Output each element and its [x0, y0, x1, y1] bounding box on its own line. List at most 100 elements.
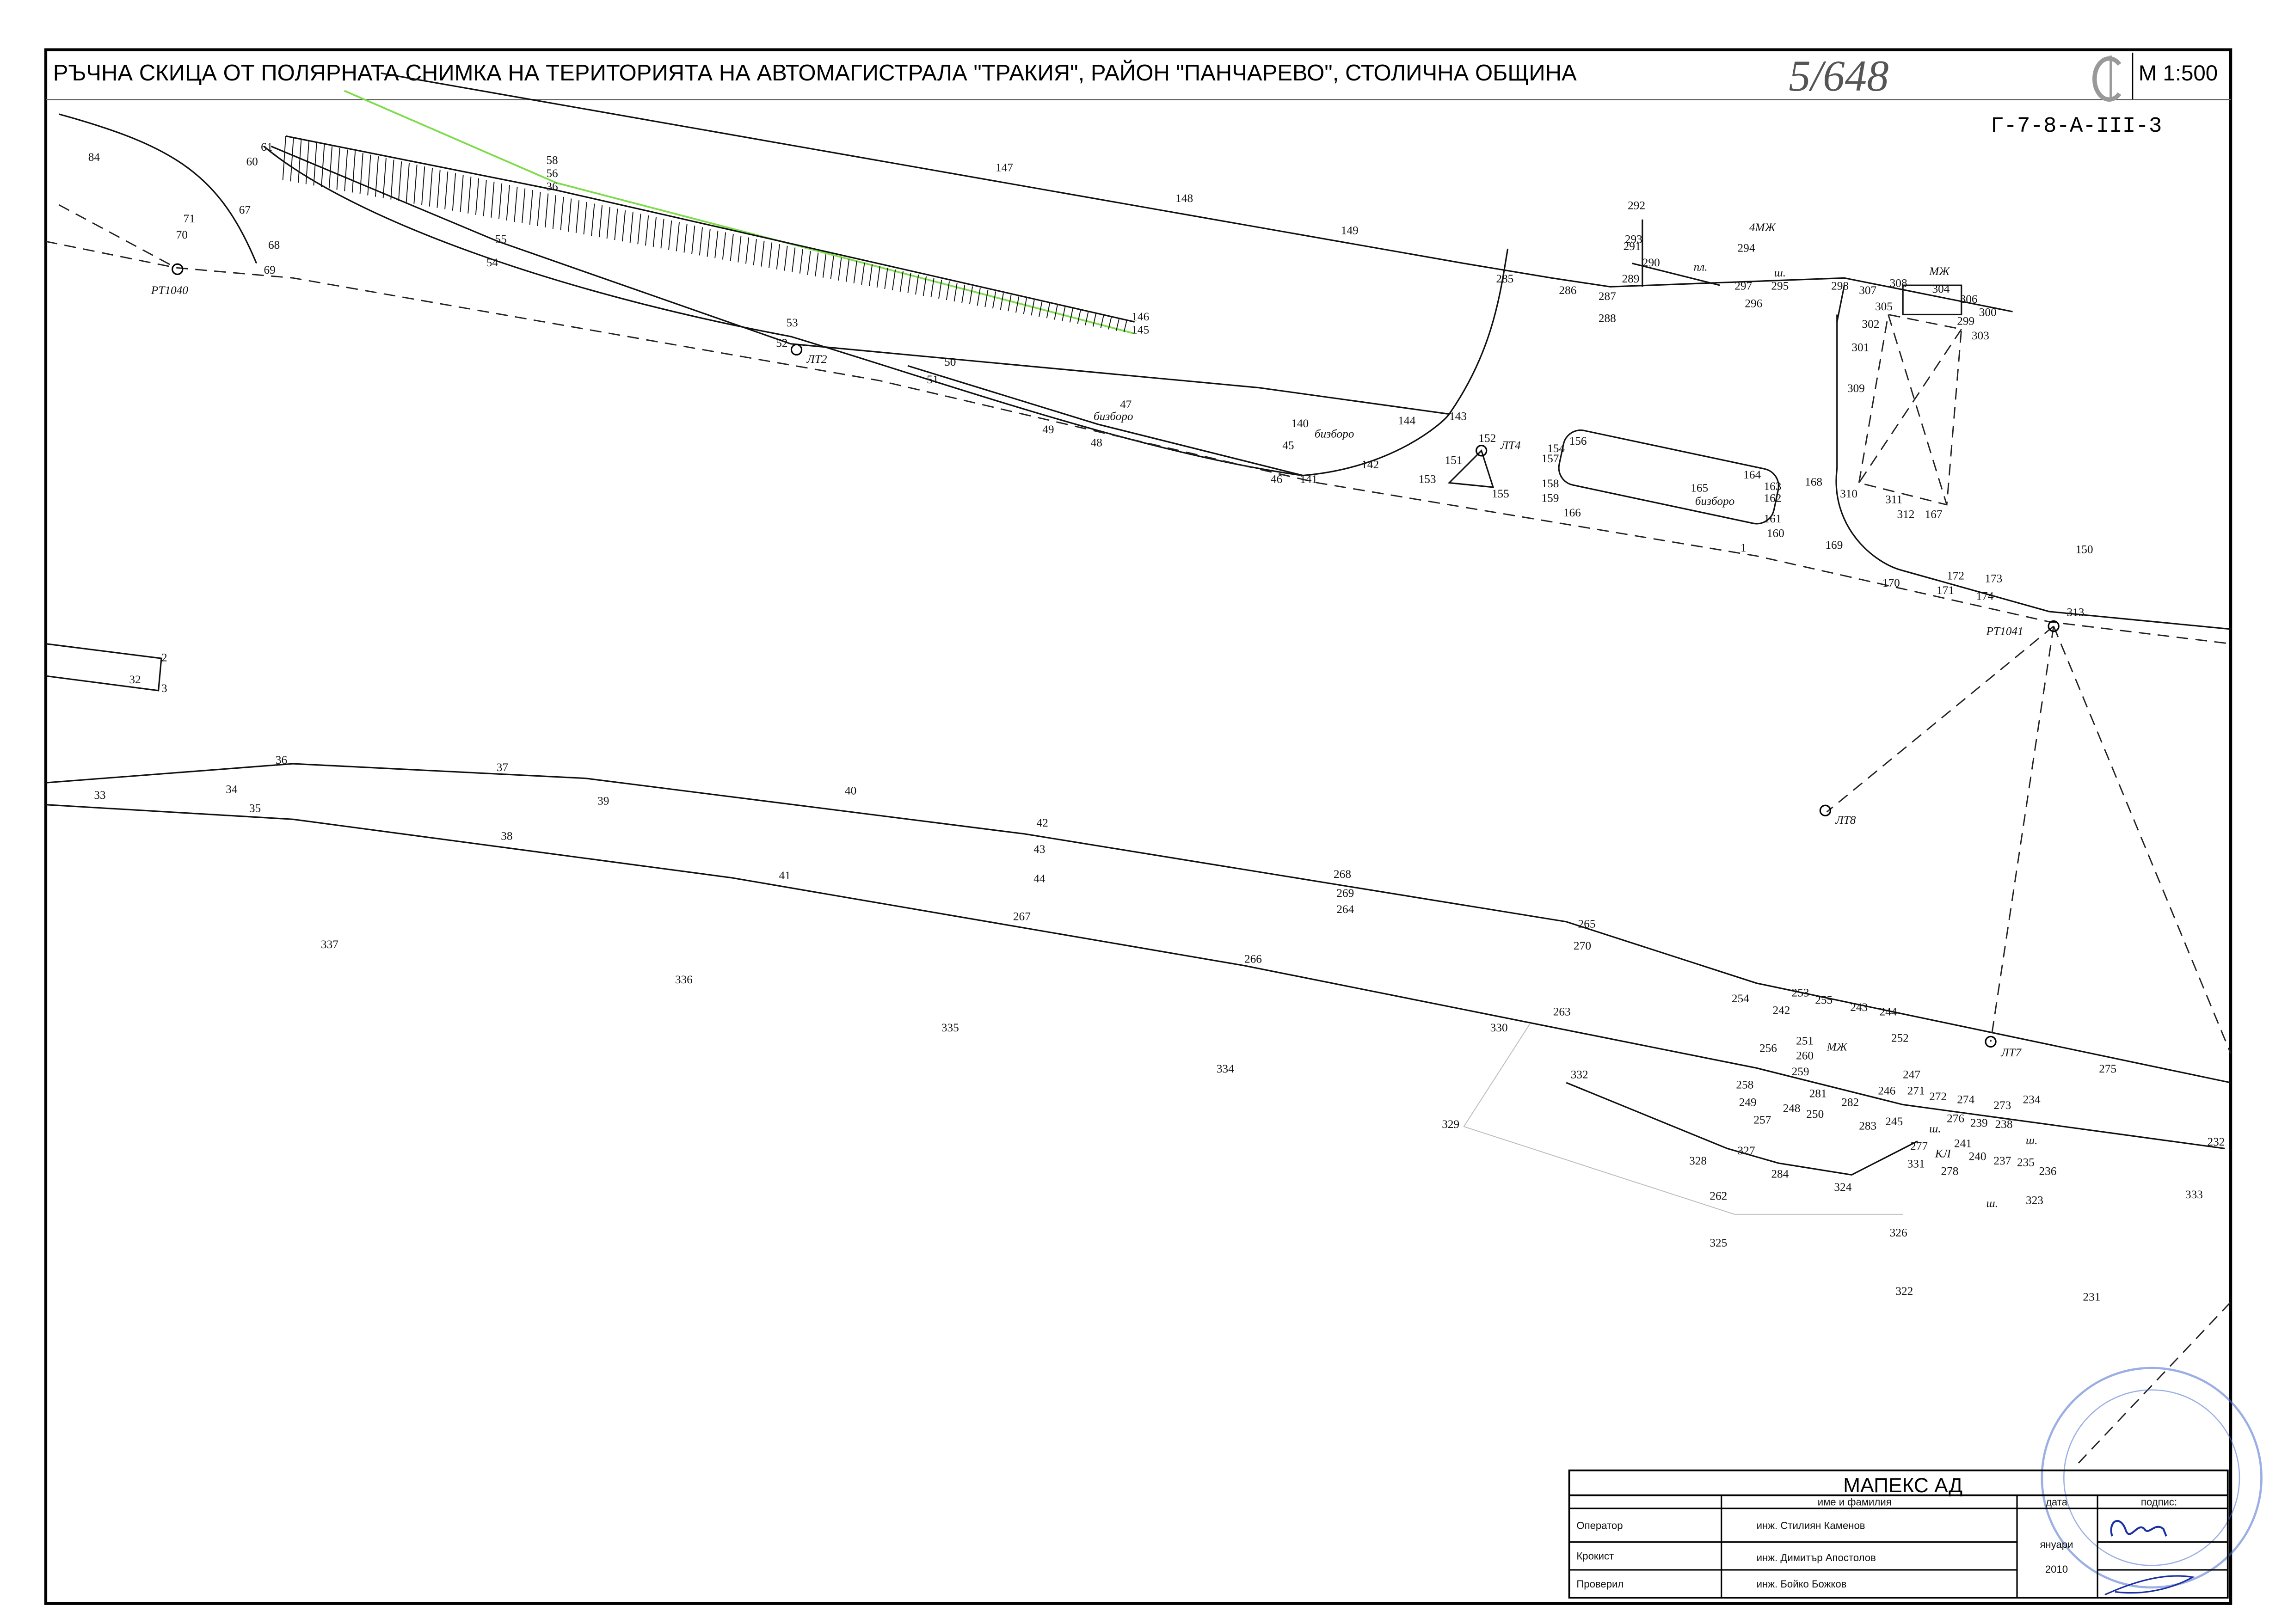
point-label: 270 [1574, 939, 1591, 952]
point-label: 245 [1885, 1115, 1903, 1128]
point-label: 307 [1859, 284, 1876, 297]
point-label: 60 [246, 155, 258, 168]
point-label: 142 [1361, 458, 1379, 471]
sight-line [2053, 626, 2232, 1054]
date-month: януари [2040, 1538, 2073, 1550]
point-label: 244 [1880, 1005, 1897, 1018]
survey-station-icon [172, 263, 2060, 1048]
point-label: 43 [1033, 843, 1045, 856]
point-label: 32 [129, 673, 141, 686]
point-label: 46 [1271, 472, 1282, 485]
sheet-code: Г-7-8-А-III-3 [1991, 114, 2162, 139]
sheet-title: РЪЧНА СКИЦА ОТ ПОЛЯРНАТА СНИМКА НА ТЕРИТ… [53, 59, 1577, 86]
point-label: 69 [264, 264, 276, 276]
point-label: 283 [1859, 1119, 1876, 1132]
point-label: 309 [1847, 382, 1865, 395]
point-label: 250 [1806, 1108, 1824, 1121]
station-label: ЛТ7 [2000, 1046, 2022, 1059]
point-label: 47 [1120, 398, 1132, 411]
role-krokist: Крокист [1576, 1550, 1614, 1562]
point-label: 67 [239, 203, 251, 216]
road-edge-lower-top [45, 763, 2231, 1084]
point-label: 160 [1767, 527, 1784, 540]
point-label: 45 [1282, 439, 1294, 452]
point-label: 292 [1628, 199, 1645, 212]
point-label: 241 [1954, 1137, 1972, 1150]
point-label: 51 [927, 373, 938, 386]
point-label: 291 [1624, 240, 1641, 253]
point-label: 333 [2185, 1188, 2203, 1201]
point-label: 146 [1132, 310, 1149, 323]
col-name-header: име и фамилия [1818, 1496, 1892, 1508]
point-label: 235 [2017, 1156, 2035, 1169]
point-label: 294 [1738, 241, 1755, 254]
point-label: 329 [1442, 1118, 1459, 1131]
point-label: 327 [1738, 1144, 1755, 1157]
point-label: 275 [2099, 1062, 2116, 1075]
point-label: 278 [1941, 1164, 1958, 1177]
point-label: 40 [845, 784, 856, 797]
point-label: 268 [1334, 868, 1351, 881]
point-label: 38 [501, 830, 512, 843]
point-label: 331 [1907, 1158, 1925, 1171]
point-label: 42 [1037, 816, 1048, 829]
point-label: 296 [1745, 297, 1762, 310]
point-label: 68 [268, 239, 280, 251]
point-label: 49 [1042, 423, 1054, 436]
point-label: 312 [1897, 508, 1914, 521]
building-diagonal [1858, 329, 1962, 484]
point-label: 150 [2076, 543, 2093, 556]
point-label: 303 [1972, 329, 1989, 342]
point-label: 147 [996, 161, 1013, 174]
point-label: 44 [1033, 872, 1046, 885]
fence-line [1632, 263, 1720, 286]
point-label: 149 [1341, 224, 1359, 237]
point-label: 166 [1563, 506, 1581, 519]
col-date-header: дата [2046, 1496, 2068, 1508]
curb-curve [1835, 468, 1903, 571]
point-label: 238 [1995, 1118, 2013, 1131]
point-label: 337 [321, 938, 338, 951]
point-label: 70 [176, 228, 188, 241]
point-label: 251 [1796, 1035, 1814, 1048]
point-label: 253 [1792, 986, 1809, 999]
point-label: 269 [1336, 887, 1354, 900]
map-annotation: 4МЖ [1749, 221, 1777, 234]
point-label: 58 [546, 153, 558, 166]
station-label: ЛТ4 [1500, 439, 1521, 452]
point-label: 50 [944, 355, 956, 368]
handwritten-number: 5/648 [1789, 51, 1888, 100]
point-label: 153 [1419, 472, 1436, 485]
point-label: 285 [1496, 272, 1513, 285]
point-label: 53 [786, 316, 798, 329]
road-edge-top [381, 72, 2013, 313]
mapex-logo-icon [2092, 55, 2122, 102]
point-label: 156 [1569, 435, 1587, 447]
sight-line [1990, 626, 2054, 1042]
station-label: ЛТ8 [1835, 814, 1856, 827]
point-label: 171 [1937, 584, 1954, 597]
traffic-island [1558, 429, 1779, 525]
map-annotation: МЖ [1929, 265, 1950, 278]
building-outline [1858, 313, 1962, 506]
point-label: 260 [1796, 1049, 1814, 1062]
role-operator: Оператор [1576, 1520, 1623, 1531]
map-annotation: пл. [1694, 261, 1708, 274]
map-annotations: бизборобизборобизборо4МЖМЖМЖпл.ш.ш.ш.ш.К… [1094, 221, 2037, 1210]
point-label: 298 [1831, 280, 1849, 293]
point-label: 247 [1903, 1068, 1920, 1081]
triangle-island [1447, 449, 1494, 488]
point-label: 155 [1492, 487, 1509, 500]
point-label: 246 [1878, 1084, 1895, 1097]
point-label: 234 [2023, 1093, 2041, 1106]
point-label: 259 [1792, 1065, 1809, 1078]
title-block: МАПЕКС АД име и фамилия дата подпис: Опе… [1568, 1469, 2229, 1599]
slope-top-line [285, 135, 1135, 323]
point-label: 144 [1398, 414, 1415, 427]
point-label: 288 [1599, 312, 1616, 325]
point-label: 332 [1571, 1068, 1588, 1081]
point-label: 277 [1910, 1140, 1928, 1153]
point-label: 140 [1291, 417, 1309, 430]
